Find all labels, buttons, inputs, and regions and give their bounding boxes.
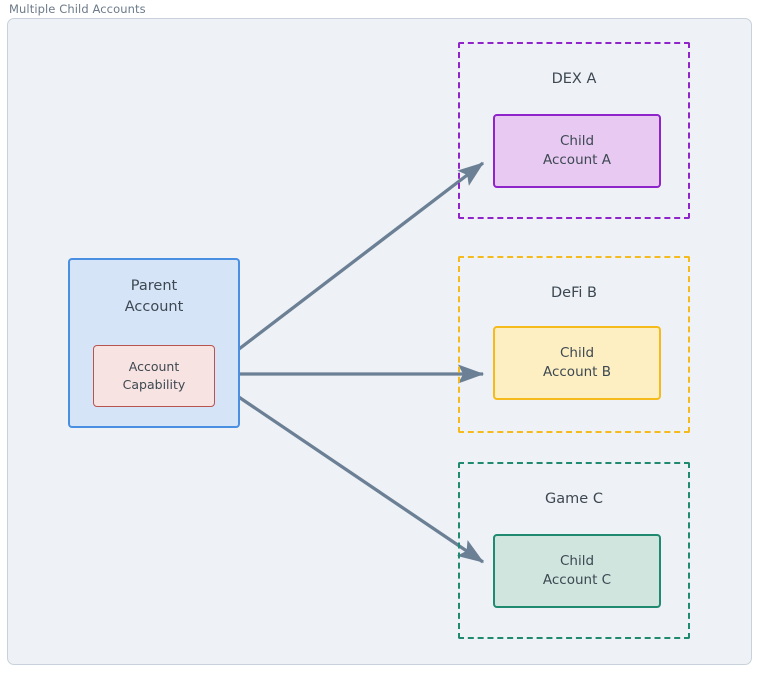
parent-account-label-line2: Account bbox=[124, 298, 184, 315]
child-account-a-label-line1: Child bbox=[559, 132, 595, 149]
child-account-c-label-line2: Account C bbox=[542, 572, 612, 588]
cluster-dex-a-label: DEX A bbox=[551, 71, 597, 87]
child-account-a-label-line2: Account A bbox=[542, 152, 612, 168]
child-account-b-label-line2: Account B bbox=[542, 364, 612, 380]
child-account-c-node[interactable]: Child Account C bbox=[493, 534, 661, 608]
child-account-b-label-line1: Child bbox=[559, 344, 595, 361]
account-capability-label-line2: Capability bbox=[122, 377, 186, 392]
cluster-defi-b: DeFi B bbox=[458, 256, 690, 433]
cluster-defi-b-label: DeFi B bbox=[551, 285, 597, 301]
diagram-title: Multiple Child Accounts bbox=[9, 2, 146, 16]
child-account-c-label-line1: Child bbox=[559, 552, 595, 569]
account-capability-label-line1: Account bbox=[128, 359, 180, 375]
child-account-b-node[interactable]: Child Account B bbox=[493, 326, 661, 400]
cluster-game-c: Game C bbox=[458, 462, 690, 639]
child-account-a-node[interactable]: Child Account A bbox=[493, 114, 661, 188]
cluster-game-c-label: Game C bbox=[545, 491, 603, 507]
account-capability-node[interactable]: Account Capability bbox=[93, 345, 215, 407]
parent-account-label-line1: Parent bbox=[130, 278, 178, 294]
cluster-dex-a: DEX A bbox=[458, 42, 690, 219]
